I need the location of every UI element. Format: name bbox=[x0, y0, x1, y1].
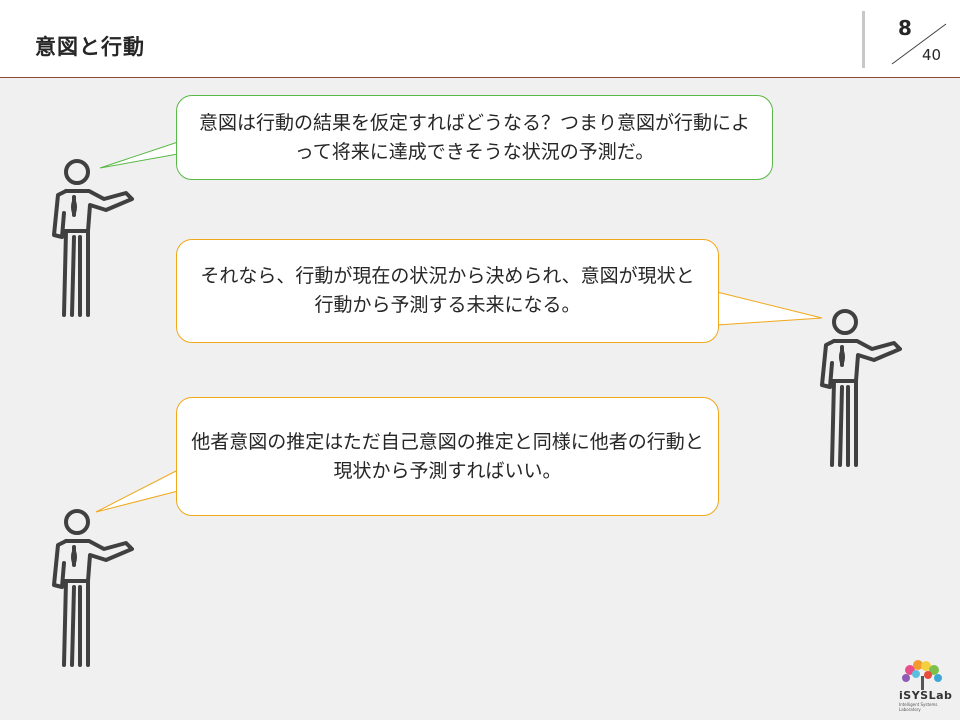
page-slash bbox=[891, 23, 947, 65]
logo-subtitle: Intelligent Systems Laboratory bbox=[899, 702, 938, 712]
presenter-figure-2-icon bbox=[820, 309, 902, 467]
speech-bubble-3: 他者意図の推定はただ自己意図の推定と同様に他者の行動と現状から予測すればいい。 bbox=[176, 397, 719, 516]
speech-bubble-2: それなら、行動が現在の状況から決められ、意図が現状と行動から予測する未来になる。 bbox=[176, 239, 719, 343]
page-divider bbox=[862, 11, 865, 68]
speech-bubble-3-text: 他者意図の推定はただ自己意図の推定と同様に他者の行動と現状から予測すればいい。 bbox=[191, 430, 704, 482]
speech-bubble-2-text: それなら、行動が現在の状況から決められ、意図が現状と行動から予測する未来になる。 bbox=[200, 265, 695, 316]
page-number-total: 40 bbox=[922, 46, 942, 64]
bubble-tail-orange-2 bbox=[95, 469, 179, 513]
speech-bubble-1-text: 意図は行動の結果を仮定すればどうなる？つまり意図が行動によって将来に達成できそう… bbox=[198, 111, 750, 163]
slide-header bbox=[0, 0, 960, 78]
slide-title: 意図と行動 bbox=[35, 35, 145, 59]
presenter-figure-3-icon bbox=[52, 509, 134, 667]
presenter-figure-1-icon bbox=[52, 159, 134, 317]
isyslab-logo-icon bbox=[902, 660, 942, 690]
page-number-current: 8 bbox=[898, 16, 912, 40]
bubble-tail-green bbox=[99, 141, 179, 169]
header-rule bbox=[0, 77, 960, 78]
bubble-tail-orange-1 bbox=[716, 291, 823, 326]
logo-text: iSYSLab bbox=[899, 689, 953, 702]
speech-bubble-1: 意図は行動の結果を仮定すればどうなる？つまり意図が行動によって将来に達成できそう… bbox=[176, 95, 773, 180]
